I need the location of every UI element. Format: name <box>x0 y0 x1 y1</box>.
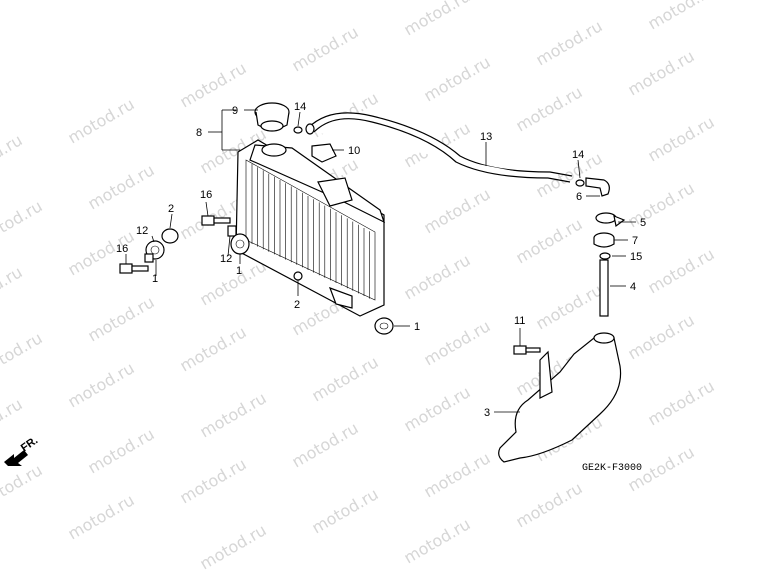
watermark-text: motod.ru <box>309 352 382 405</box>
watermark-text: motod.ru <box>0 394 26 447</box>
watermark-text: motod.ru <box>625 178 698 231</box>
watermark-text: motod.ru <box>513 478 586 531</box>
watermark-text: motod.ru <box>421 316 494 369</box>
watermark-text: motod.ru <box>177 322 250 375</box>
collar-12-right[interactable] <box>227 225 237 237</box>
watermark-text: motod.ru <box>65 358 138 411</box>
watermark-text: motod.ru <box>197 520 270 573</box>
radiator[interactable] <box>235 139 386 317</box>
watermark-text: motod.ru <box>0 328 46 381</box>
callout-15: 15 <box>630 251 642 263</box>
callout-16-upper: 16 <box>200 189 212 201</box>
watermark-text: motod.ru <box>625 310 698 363</box>
watermark-text: motod.ru <box>625 46 698 99</box>
watermark-text: motod.ru <box>533 16 606 69</box>
callout-10: 10 <box>348 145 360 157</box>
watermark-text: motod.ru <box>85 424 158 477</box>
bolt-11[interactable] <box>513 345 541 355</box>
grommet-1-mid[interactable] <box>230 233 250 255</box>
watermark-text: motod.ru <box>197 256 270 309</box>
grommet-1-right[interactable] <box>374 317 394 335</box>
callout-2-left: 2 <box>168 203 174 215</box>
o-ring-14-right[interactable] <box>575 179 585 187</box>
watermark-text: motod.ru <box>401 250 474 303</box>
watermark-text: motod.ru <box>421 52 494 105</box>
callout-12-right: 12 <box>220 253 232 265</box>
callout-9: 9 <box>232 105 238 117</box>
watermark-text: motod.ru <box>177 454 250 507</box>
watermark-text: motod.ru <box>0 130 26 183</box>
watermark-text: motod.ru <box>401 514 474 567</box>
leader-lines <box>125 109 636 413</box>
watermark-text: motod.ru <box>65 490 138 543</box>
direction-label: FR. <box>19 434 40 454</box>
watermark-text: motod.ru <box>0 196 46 249</box>
watermark-text: motod.ru <box>401 382 474 435</box>
grommet-10[interactable] <box>311 143 337 163</box>
watermark-text: motod.ru <box>513 214 586 267</box>
watermark-text: motod.ru <box>0 460 46 513</box>
watermark-text: motod.ru <box>309 484 382 537</box>
callout-14-top: 14 <box>294 101 306 113</box>
collar-12-left[interactable] <box>144 253 154 263</box>
watermark-text: motod.ru <box>85 292 158 345</box>
watermark-text: motod.ru <box>289 22 362 75</box>
callout-14-right: 14 <box>572 149 584 161</box>
diagram-code: GE2K-F3000 <box>582 463 642 474</box>
callout-5: 5 <box>640 217 646 229</box>
seal-7[interactable] <box>593 232 615 248</box>
watermark-text: motod.ru <box>421 448 494 501</box>
watermark-text: motod.ru <box>65 94 138 147</box>
watermark-text: motod.ru <box>421 184 494 237</box>
callout-1-right: 1 <box>414 321 420 333</box>
watermark-text: motod.ru <box>85 160 158 213</box>
tank-cap-5[interactable] <box>595 212 626 228</box>
watermark-text: motod.ru <box>533 280 606 333</box>
bracket-2-lower[interactable] <box>293 271 303 281</box>
elbow-joint-6[interactable] <box>585 177 610 197</box>
callout-8: 8 <box>196 127 202 139</box>
watermark-text: motod.ru <box>0 262 26 315</box>
callout-11: 11 <box>514 315 525 327</box>
watermark-text: motod.ru <box>197 388 270 441</box>
bolt-16-lower[interactable] <box>119 263 149 274</box>
o-ring-14-top[interactable] <box>293 126 303 134</box>
callout-4: 4 <box>630 281 636 293</box>
watermark-text: motod.ru <box>645 112 718 165</box>
callout-2-lower: 2 <box>294 299 300 311</box>
callout-1-mid: 1 <box>236 265 242 277</box>
watermark-text: motod.ru <box>645 244 718 297</box>
callout-7: 7 <box>632 235 638 247</box>
callouts: 9 8 14 10 13 14 6 5 7 15 4 16 2 12 16 1 … <box>116 101 646 419</box>
callout-1-left: 1 <box>152 273 158 285</box>
callout-13: 13 <box>480 131 492 143</box>
callout-16-lower: 16 <box>116 243 128 255</box>
callout-12-left: 12 <box>136 225 148 237</box>
tube-4[interactable] <box>599 259 609 317</box>
clip-15[interactable] <box>599 252 611 260</box>
watermark-text: motod.ru <box>289 418 362 471</box>
watermark-text: motod.ru <box>513 82 586 135</box>
bracket-2-left[interactable] <box>161 228 179 244</box>
watermark-text: motod.ru <box>645 376 718 429</box>
radiator-neck <box>261 143 287 157</box>
callout-3: 3 <box>484 407 490 419</box>
watermark-text: motod.ru <box>177 58 250 111</box>
radiator-cap[interactable] <box>254 102 290 132</box>
reserve-tank[interactable] <box>498 332 622 463</box>
watermark-text: motod.ru <box>401 0 474 39</box>
callout-6: 6 <box>576 191 582 203</box>
watermark-text: motod.ru <box>645 0 718 33</box>
arrow-left-icon <box>4 450 28 466</box>
overflow-hose[interactable] <box>305 112 573 183</box>
